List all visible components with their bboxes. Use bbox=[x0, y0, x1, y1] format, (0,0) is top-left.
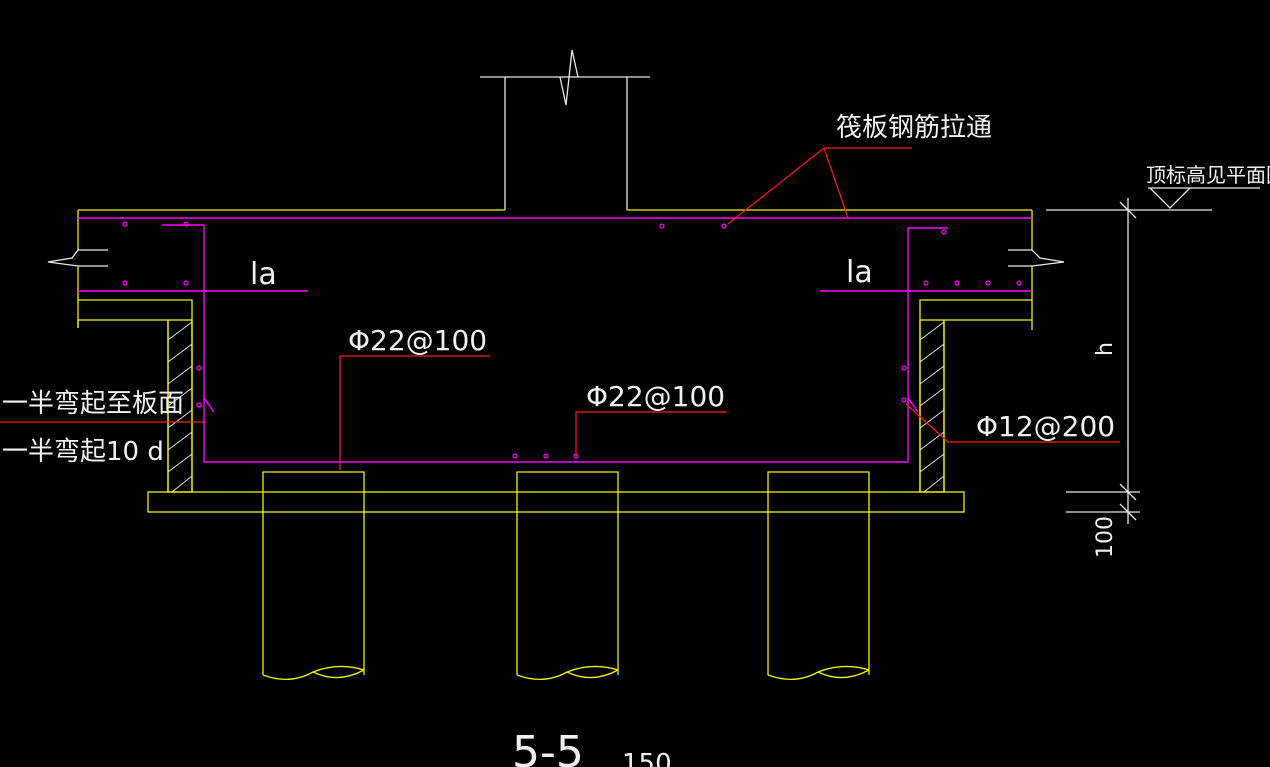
label-rebar-bottom: Φ22@100 bbox=[586, 380, 725, 413]
raft-top bbox=[47, 209, 1065, 330]
piles bbox=[262, 471, 870, 680]
label-raft-rebar: 筏板钢筋拉通 bbox=[836, 113, 992, 143]
label-half-bend-2: 一半弯起10 d bbox=[2, 437, 164, 467]
label-top-elevation: 顶标高见平面图 bbox=[1146, 163, 1270, 187]
column bbox=[480, 49, 650, 210]
label-la-right: la bbox=[846, 255, 873, 290]
label-half-bend-1: 一半弯起至板面 bbox=[2, 389, 184, 419]
label-la-left: la bbox=[250, 257, 277, 292]
section-label: 5-5 bbox=[512, 727, 584, 767]
rebar bbox=[78, 217, 1032, 463]
elevation-marker-icon bbox=[1149, 187, 1191, 209]
break-line-icon bbox=[559, 49, 579, 106]
label-dim-h: h bbox=[1093, 342, 1118, 356]
dimensions bbox=[1046, 187, 1260, 524]
leaders bbox=[0, 147, 1120, 470]
pit-bottom-slab bbox=[147, 491, 965, 513]
pit-right-structure bbox=[919, 299, 1032, 493]
pile-1 bbox=[262, 471, 365, 680]
label-rebar-side: Φ12@200 bbox=[976, 410, 1115, 443]
wall-hatch-left bbox=[167, 321, 193, 493]
break-line-left-icon bbox=[47, 249, 108, 267]
rebar-dots bbox=[122, 221, 1022, 459]
label-rebar-top: Φ22@100 bbox=[348, 324, 487, 357]
section-scale: 150 bbox=[622, 749, 672, 767]
pile-3 bbox=[767, 471, 870, 680]
break-line-right-icon bbox=[1008, 249, 1065, 267]
pit-left-structure bbox=[77, 299, 193, 493]
pile-2 bbox=[516, 471, 619, 680]
label-dim-100: 100 bbox=[1093, 516, 1118, 558]
section-title: 5-5 150 bbox=[512, 727, 672, 767]
wall-hatch-right bbox=[919, 321, 945, 493]
